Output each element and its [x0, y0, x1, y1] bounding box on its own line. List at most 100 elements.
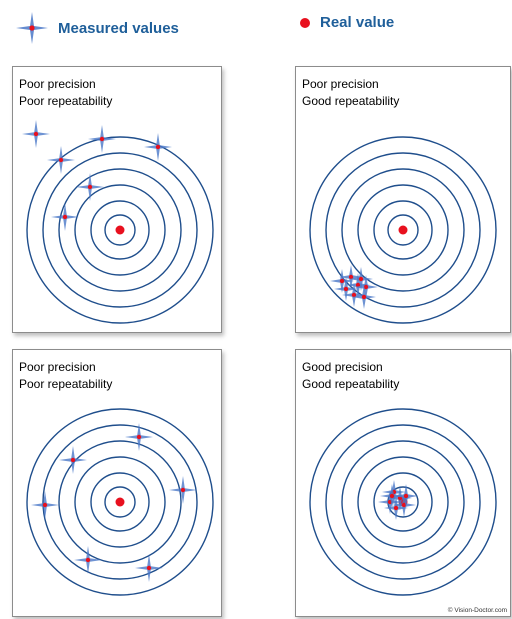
credit-text: © Vision-Doctor.com — [447, 607, 507, 614]
target-ring — [357, 456, 449, 548]
target-ring — [309, 408, 497, 596]
measured-value-marker — [31, 491, 59, 519]
legend-real-value: Real value — [300, 14, 394, 31]
real-value-dot — [115, 497, 125, 507]
measured-value-marker — [354, 275, 378, 299]
target-ring — [341, 440, 465, 564]
measured-value-point — [155, 144, 161, 150]
panel-repeatability-label: Good repeatability — [302, 94, 400, 108]
measured-value-point — [62, 214, 68, 220]
measured-value-marker — [47, 146, 75, 174]
target-ring — [74, 184, 166, 276]
panel-caption: Poor precision Poor repeatability — [19, 76, 112, 110]
measured-value-marker — [59, 446, 87, 474]
measured-value-point — [389, 493, 395, 499]
panel-repeatability-label: Poor repeatability — [19, 94, 113, 108]
measured-value-point — [348, 274, 354, 280]
target-ring — [42, 424, 198, 580]
target-ring — [58, 168, 182, 292]
measured-value-marker — [392, 493, 416, 517]
measured-value-marker — [169, 476, 197, 504]
measured-value-point — [401, 502, 407, 508]
measured-value-marker — [135, 554, 163, 582]
target-ring — [42, 152, 198, 308]
measured-value-point — [363, 284, 369, 290]
panel-precision-label: Poor precision — [19, 77, 96, 91]
measured-value-point — [136, 434, 142, 440]
measured-value-marker — [352, 285, 376, 309]
measured-value-point — [339, 278, 345, 284]
measured-value-marker — [378, 490, 402, 514]
panel-poor-precision-poor-repeatability-2: Poor precision Poor repeatability — [12, 349, 222, 617]
target-ring — [74, 456, 166, 548]
target-ring — [104, 214, 136, 246]
target-ring — [373, 200, 433, 260]
target-ring — [325, 424, 481, 580]
measured-value-marker — [74, 546, 102, 574]
target-ring — [26, 136, 214, 324]
measured-value-point — [33, 131, 39, 137]
measured-value-point — [343, 286, 349, 292]
measured-value-point — [42, 502, 48, 508]
panel-caption: Poor precision Poor repeatability — [19, 359, 112, 393]
target-diagram — [309, 136, 497, 324]
red-dot-icon — [300, 17, 310, 28]
measured-value-marker — [330, 269, 354, 293]
target-ring — [309, 136, 497, 324]
measured-value-marker — [125, 423, 153, 451]
measured-value-point — [146, 565, 152, 571]
measured-value-marker — [394, 484, 418, 508]
measured-value-marker — [144, 133, 172, 161]
panel-precision-label: Good precision — [302, 360, 383, 374]
target-ring — [387, 214, 419, 246]
measured-value-point — [180, 487, 186, 493]
target-ring — [90, 472, 150, 532]
measured-value-marker — [51, 203, 79, 231]
measured-value-point — [393, 505, 399, 511]
measured-value-point — [85, 557, 91, 563]
target-diagram — [26, 408, 214, 596]
panel-caption: Poor precision Good repeatability — [302, 76, 399, 110]
target-ring — [373, 472, 433, 532]
target-ring — [341, 168, 465, 292]
sparkle-marker-icon — [16, 12, 48, 44]
target-ring — [58, 440, 182, 564]
measured-value-point — [58, 157, 64, 163]
measured-value-marker — [22, 120, 50, 148]
measured-value-point — [99, 136, 105, 142]
legend-measured-values: Measured values — [14, 10, 179, 46]
target-ring — [26, 408, 214, 596]
panel-precision-label: Poor precision — [19, 360, 96, 374]
legend-real-label: Real value — [320, 14, 395, 31]
panel-poor-precision-good-repeatability: Poor precision Good repeatability — [295, 66, 511, 333]
measured-value-marker — [334, 277, 358, 301]
real-value-dot — [398, 225, 408, 235]
measured-value-marker — [342, 283, 366, 307]
target-ring — [325, 152, 481, 308]
target-diagram — [309, 408, 497, 596]
panel-good-precision-good-repeatability: Good precision Good repeatability © Visi… — [295, 349, 511, 617]
target-ring — [357, 184, 449, 276]
measured-value-point — [403, 493, 409, 499]
measured-value-marker — [384, 496, 408, 520]
measured-value-marker — [380, 484, 404, 508]
measured-value-point — [351, 292, 357, 298]
target-ring — [104, 486, 136, 518]
panel-poor-precision-poor-repeatability-1: Poor precision Poor repeatability — [12, 66, 222, 333]
measured-value-point — [87, 184, 93, 190]
panel-caption: Good precision Good repeatability — [302, 359, 399, 393]
measured-value-marker — [76, 173, 104, 201]
measured-value-marker — [349, 267, 373, 291]
measured-value-point — [358, 276, 364, 282]
measured-value-point — [70, 457, 76, 463]
measured-value-marker — [88, 125, 116, 153]
real-value-dot — [115, 225, 125, 235]
measured-value-marker — [339, 265, 363, 289]
panel-precision-label: Poor precision — [302, 77, 379, 91]
target-ring — [90, 200, 150, 260]
panel-repeatability-label: Poor repeatability — [19, 377, 113, 391]
target-diagram — [22, 120, 214, 324]
legend-measured-label: Measured values — [58, 19, 179, 37]
panel-repeatability-label: Good repeatability — [302, 377, 400, 391]
measured-value-point — [361, 294, 367, 300]
